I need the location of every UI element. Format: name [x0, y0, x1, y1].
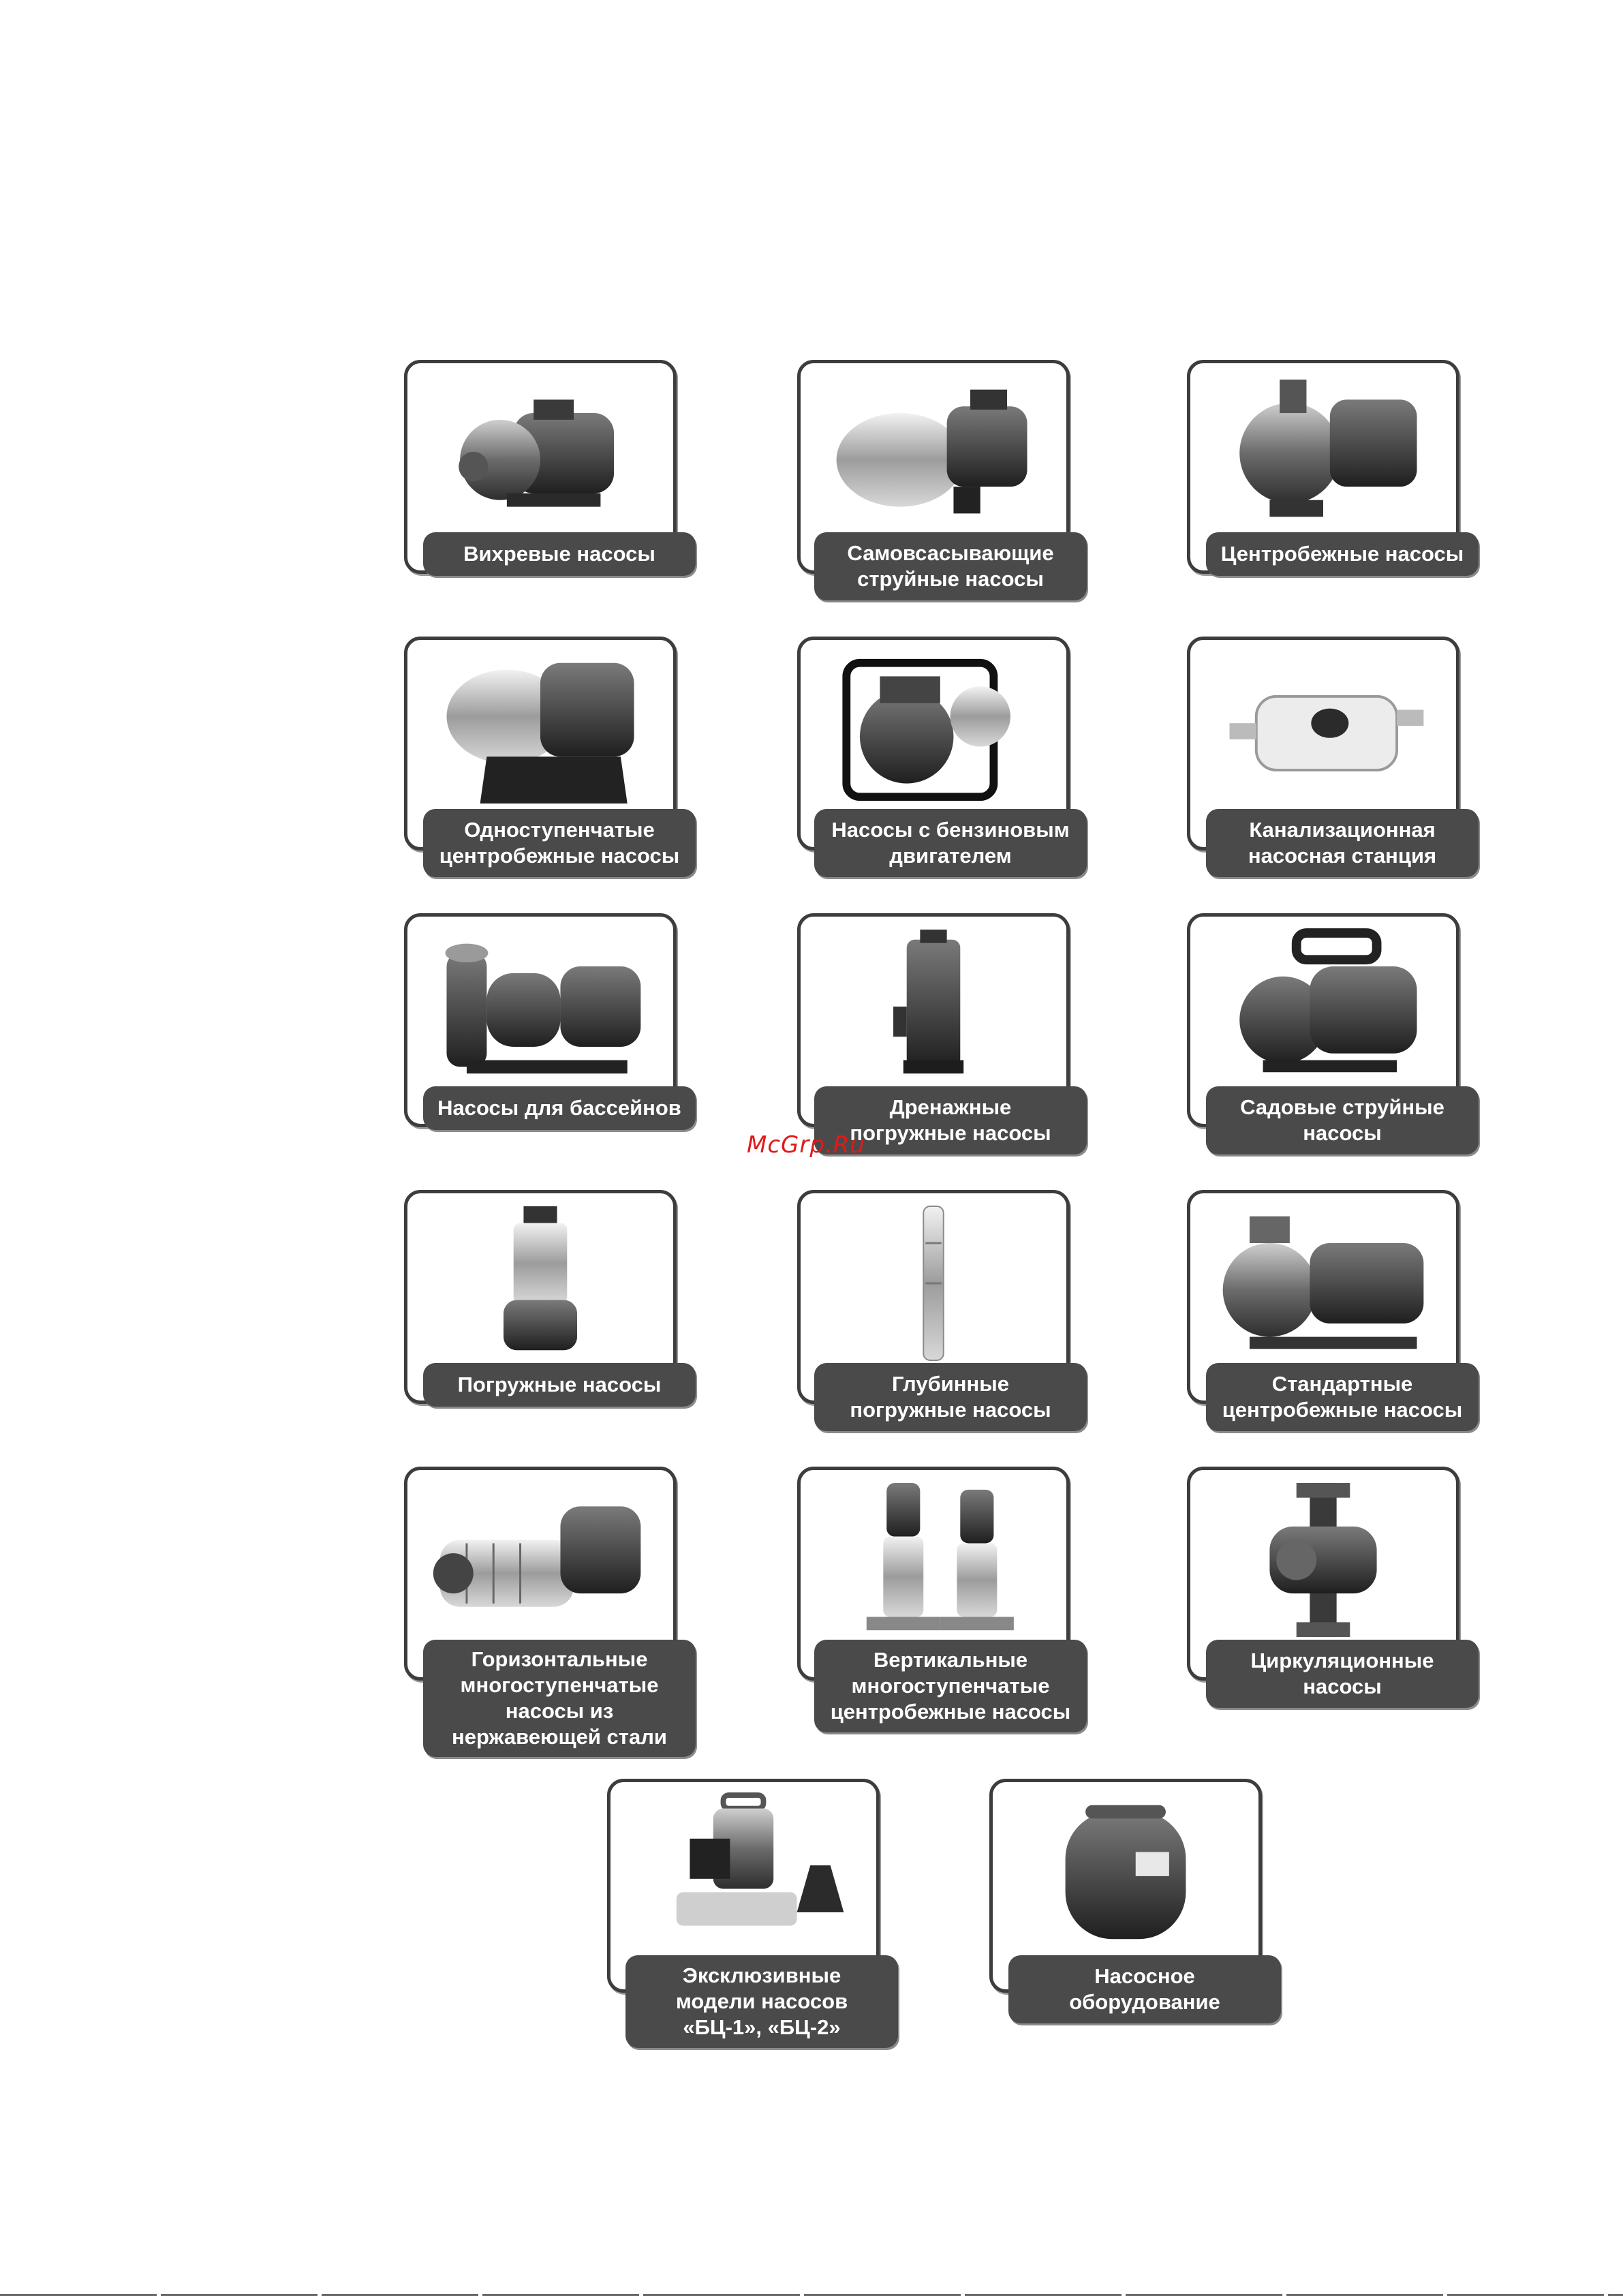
- pool-pump-photo: [427, 925, 654, 1088]
- jet-pump-photo: [820, 371, 1047, 535]
- watermark-text: McGrp.Ru: [747, 1131, 865, 1159]
- category-label-self-priming[interactable]: Самовсасывающие струйные насосы: [814, 532, 1087, 600]
- category-label-vertical[interactable]: Вертикальные многоступенчатые центробежн…: [814, 1640, 1087, 1732]
- expansion-tank-photo: [1012, 1790, 1239, 1954]
- garden-pump-photo: [1209, 925, 1437, 1088]
- drainage-pump-photo: [820, 925, 1047, 1088]
- vortex-pump-photo: [427, 371, 654, 535]
- submersible-pump-photo: [427, 1201, 654, 1365]
- category-label-garden[interactable]: Садовые струйные насосы: [1206, 1086, 1479, 1154]
- category-label-drainage[interactable]: Дренажные погружные насосы: [814, 1086, 1087, 1154]
- category-label-vortex[interactable]: Вихревые насосы: [423, 532, 696, 576]
- category-label-equipment[interactable]: Насосное оборудование: [1008, 1955, 1281, 2023]
- category-label-pool[interactable]: Насосы для бассейнов: [423, 1086, 696, 1130]
- deep-well-pump-photo: [820, 1201, 1047, 1365]
- category-label-horizontal[interactable]: Горизонтальные многоступенчатые насосы и…: [423, 1640, 696, 1757]
- category-label-single-stage[interactable]: Одноступенчатые центробежные насосы: [423, 809, 696, 877]
- category-label-centrifugal[interactable]: Центробежные насосы: [1206, 532, 1479, 576]
- horizontal-multistage-pump-photo: [427, 1478, 654, 1642]
- category-card-vortex[interactable]: [404, 360, 677, 574]
- category-label-sewage[interactable]: Канализационная насосная станция: [1206, 809, 1479, 877]
- standard-pump-photo: [1209, 1201, 1437, 1365]
- centrifugal-pump-photo: [1209, 371, 1437, 535]
- petrol-pump-photo: [820, 648, 1047, 812]
- vertical-multistage-pump-photo: [820, 1478, 1047, 1642]
- category-label-submersible[interactable]: Погружные насосы: [423, 1363, 696, 1407]
- footer-divider: [0, 2294, 1623, 2296]
- bc-pump-photo: [630, 1790, 857, 1954]
- category-label-standard[interactable]: Стандартные центробежные насосы: [1206, 1363, 1479, 1431]
- sewage-station-photo: [1209, 648, 1437, 812]
- category-label-exclusive[interactable]: Эксклюзивные модели насосов «БЦ-1», «БЦ-…: [625, 1955, 898, 2048]
- category-label-deep-well[interactable]: Глубинные погружные насосы: [814, 1363, 1087, 1431]
- category-label-petrol[interactable]: Насосы с бензиновым двигателем: [814, 809, 1087, 877]
- circulation-pump-photo: [1209, 1478, 1437, 1642]
- single-stage-pump-photo: [427, 648, 654, 812]
- category-label-circulation[interactable]: Циркуляционные насосы: [1206, 1640, 1479, 1708]
